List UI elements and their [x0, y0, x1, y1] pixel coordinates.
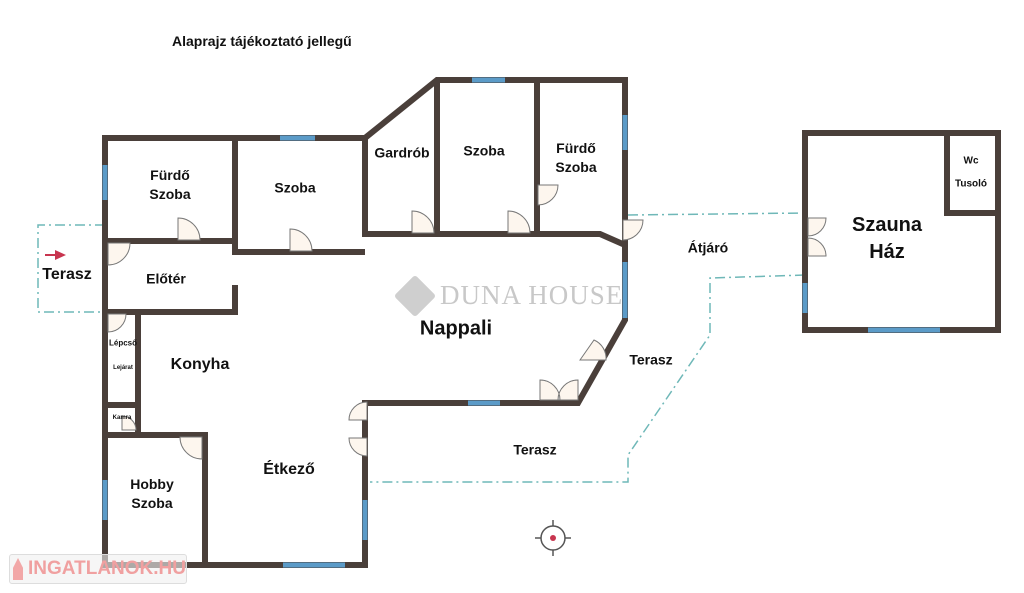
compass-icon — [535, 520, 571, 556]
room-label-terasz-right: Terasz — [629, 351, 673, 368]
room-label-szoba-2: Szoba — [463, 142, 505, 159]
house-icon — [13, 558, 24, 580]
terrace-outlines — [37, 212, 806, 483]
entrance-arrow-icon — [45, 250, 66, 260]
room-label-terasz-bottom: Terasz — [513, 441, 557, 458]
door-icon — [411, 210, 435, 234]
door-icon — [289, 228, 313, 252]
room-label-eloter: Előtér — [146, 270, 186, 287]
passage-top-outline — [627, 212, 806, 216]
walls — [102, 77, 1001, 568]
room-label-konyha: Konyha — [170, 356, 230, 374]
double-door-icon — [807, 217, 827, 257]
room-label-wc: Wc — [963, 155, 979, 167]
room-label-atjaro: Átjáró — [687, 239, 729, 256]
room-label-gardrob: Gardrób — [374, 144, 430, 161]
door-icon — [177, 217, 201, 241]
room-label-tusolo: Tusoló — [954, 178, 988, 190]
door-icon — [537, 184, 559, 206]
room-label-lejarat: Lejárat — [113, 364, 133, 371]
duna-house-watermark: DUNA HOUSE — [393, 274, 623, 317]
plan-title: Alaprajz tájékoztató jellegű — [172, 33, 352, 49]
duna-house-logo-icon — [393, 274, 437, 317]
room-label-szoba: Szoba — [274, 179, 316, 196]
ingatlanok-watermark: INGATLANOK.HU — [9, 554, 187, 584]
terrace-left-outline — [37, 224, 105, 313]
door-icon — [121, 415, 137, 431]
double-door-icon — [539, 379, 579, 401]
room-label-lepcso: Lépcső — [108, 338, 138, 348]
doors — [107, 184, 827, 460]
double-door-icon — [348, 401, 368, 457]
door-icon — [179, 436, 203, 460]
door-icon — [622, 219, 644, 241]
room-label-kamra: Kamra — [112, 414, 132, 421]
windows — [102, 77, 940, 568]
room-label-terasz-left: Terasz — [42, 266, 92, 284]
room-label-nappali: Nappali — [419, 317, 493, 340]
door-icon — [579, 339, 607, 361]
door-icon — [107, 313, 127, 333]
room-label-etkezo: Étkező — [263, 461, 315, 479]
door-icon — [107, 242, 131, 266]
door-icon — [507, 210, 531, 234]
terrace-right-outline — [370, 274, 806, 483]
